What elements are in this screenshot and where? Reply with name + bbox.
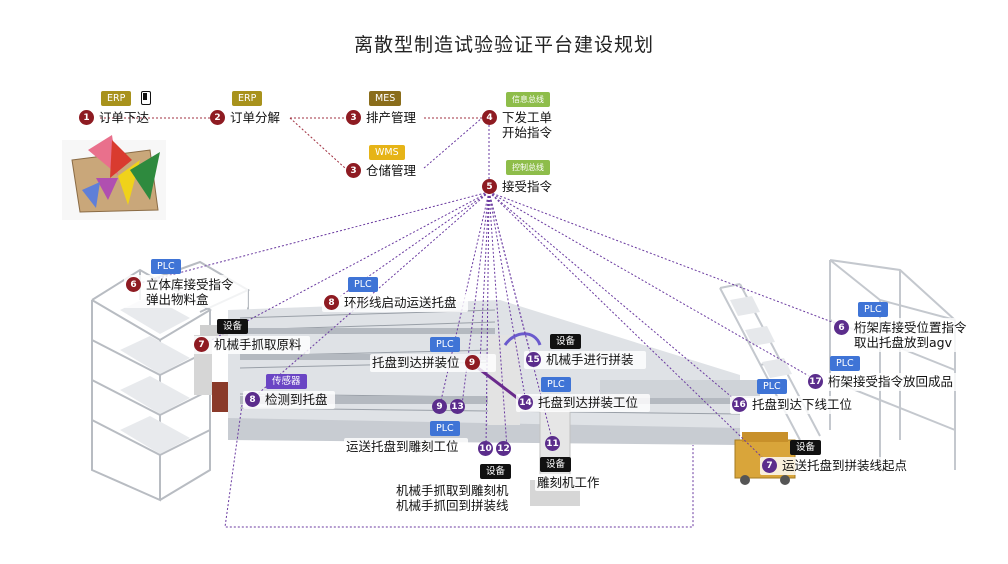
step-label: 接受指令	[502, 179, 553, 194]
step-label: 排产管理	[366, 110, 417, 125]
step-tray-arrive-offline-station: 16 托盘到达下线工位	[732, 397, 852, 412]
step-tray-arrive-assembly-position: 9 托盘到达拼装位	[372, 355, 480, 370]
step-loop-line-start: 8 环形线启动运送托盘	[324, 295, 457, 310]
step-label: 桁架库接受位置指令 取出托盘放到agv	[854, 320, 967, 350]
step-pair-9-13: 9 13	[432, 399, 465, 414]
erp-tag: ERP	[232, 91, 263, 106]
info-bus-tag: 信息总线	[506, 92, 550, 107]
step-order-issue: 1 订单下达	[79, 110, 149, 125]
step-order-decompose: 2 订单分解	[210, 110, 280, 125]
plc-tag: PLC	[430, 337, 460, 352]
step-robot-grab-material: 7 机械手抓取原料	[194, 337, 302, 352]
step-label: 运送托盘到拼装线起点	[782, 458, 908, 473]
device-tag: 设备	[217, 319, 249, 334]
step-number-badge: 15	[526, 352, 541, 367]
device-tag: 设备	[540, 457, 572, 472]
step-number-badge: 4	[482, 110, 497, 125]
step-number-badge: 10	[478, 441, 493, 456]
step-engraver-working-label: 雕刻机工作	[537, 475, 600, 490]
plc-tag: PLC	[430, 421, 460, 436]
plc-tag: PLC	[757, 379, 787, 394]
step-number-badge: 14	[518, 395, 533, 410]
step-tray-arrive-assembly-station: 14 托盘到达拼装工位	[518, 395, 638, 410]
step-storage-eject: 6 立体库接受指令 弹出物料盒	[126, 277, 234, 307]
step-number-badge: 13	[450, 399, 465, 414]
step-number-badge: 2	[210, 110, 225, 125]
plc-tag: PLC	[348, 277, 378, 292]
step-number-badge: 8	[324, 295, 339, 310]
step-number-badge: 17	[808, 374, 823, 389]
step-number-badge: 1	[79, 110, 94, 125]
step-number-badge: 3	[346, 110, 361, 125]
step-number-badge: 7	[762, 458, 777, 473]
step-number-badge: 7	[194, 337, 209, 352]
erp-tag: ERP	[101, 91, 132, 106]
step-label: 机械手进行拼装	[546, 352, 634, 367]
step-label: 托盘到达拼装位	[372, 355, 460, 370]
step-label: 环形线启动运送托盘	[344, 295, 457, 310]
step-gantry-retrieve-to-agv: 6 桁架库接受位置指令 取出托盘放到agv	[834, 320, 967, 350]
step-label: 桁架接受指令放回成品	[828, 374, 954, 389]
step-number-badge: 11	[545, 436, 560, 451]
step-robot-engraver-desc: 机械手抓取到雕刻机 机械手抓回到拼装线	[396, 483, 509, 513]
plc-tag: PLC	[151, 259, 181, 274]
control-flow-lines	[139, 117, 841, 528]
step-label: 订单分解	[230, 110, 281, 125]
step-number-badge: 12	[496, 441, 511, 456]
plc-tag: PLC	[858, 302, 888, 317]
mobile-phone-icon	[141, 91, 151, 105]
plc-tag: PLC	[541, 377, 571, 392]
step-number-badge: 3	[346, 163, 361, 178]
step-number-badge: 16	[732, 397, 747, 412]
step-gantry-return-finished: 17 桁架接受指令放回成品	[808, 374, 953, 389]
step-receive-command: 5 接受指令	[482, 179, 552, 194]
step-label: 检测到托盘	[265, 392, 328, 407]
step-pair-10-12: 10 12	[478, 441, 511, 456]
step-label: 托盘到达拼装工位	[538, 395, 639, 410]
step-scheduling: 3 排产管理	[346, 110, 416, 125]
step-label: 仓储管理	[366, 163, 417, 178]
plc-tag: PLC	[830, 356, 860, 371]
device-tag: 设备	[550, 334, 582, 349]
step-warehouse-management: 3 仓储管理	[346, 163, 416, 178]
step-number-badge: 6	[834, 320, 849, 335]
step-label: 机械手抓取原料	[214, 337, 302, 352]
step-detect-tray: 8 检测到托盘	[245, 392, 328, 407]
mes-tag: MES	[369, 91, 402, 106]
step-robot-assembly: 15 机械手进行拼装	[526, 352, 634, 367]
step-number-badge: 6	[126, 277, 141, 292]
step-label: 订单下达	[99, 110, 150, 125]
control-bus-tag: 控制总线	[506, 160, 550, 175]
info-flow-lines	[100, 117, 482, 169]
step-label: 托盘到达下线工位	[752, 397, 853, 412]
step-number-badge: 5	[482, 179, 497, 194]
tangram-product-image	[62, 135, 166, 220]
step-issue-work-order: 4 下发工单 开始指令	[482, 110, 552, 140]
page-title: 离散型制造试验验证平台建设规划	[353, 34, 654, 56]
step-number-badge: 9	[464, 355, 480, 370]
assembly-robot-arm	[477, 332, 542, 425]
step-label: 下发工单 开始指令	[502, 110, 553, 140]
device-tag: 设备	[480, 464, 512, 479]
step-label: 立体库接受指令 弹出物料盒	[146, 277, 234, 307]
step-agv-convey-to-line-start: 7 运送托盘到拼装线起点	[762, 458, 907, 473]
device-tag: 设备	[790, 440, 822, 455]
wms-tag: WMS	[369, 145, 405, 160]
step-number-badge: 9	[432, 399, 447, 414]
sensor-tag: 传感器	[266, 374, 307, 389]
step-number-badge: 8	[245, 392, 260, 407]
step-convey-to-engraving-label: 运送托盘到雕刻工位	[346, 439, 459, 454]
